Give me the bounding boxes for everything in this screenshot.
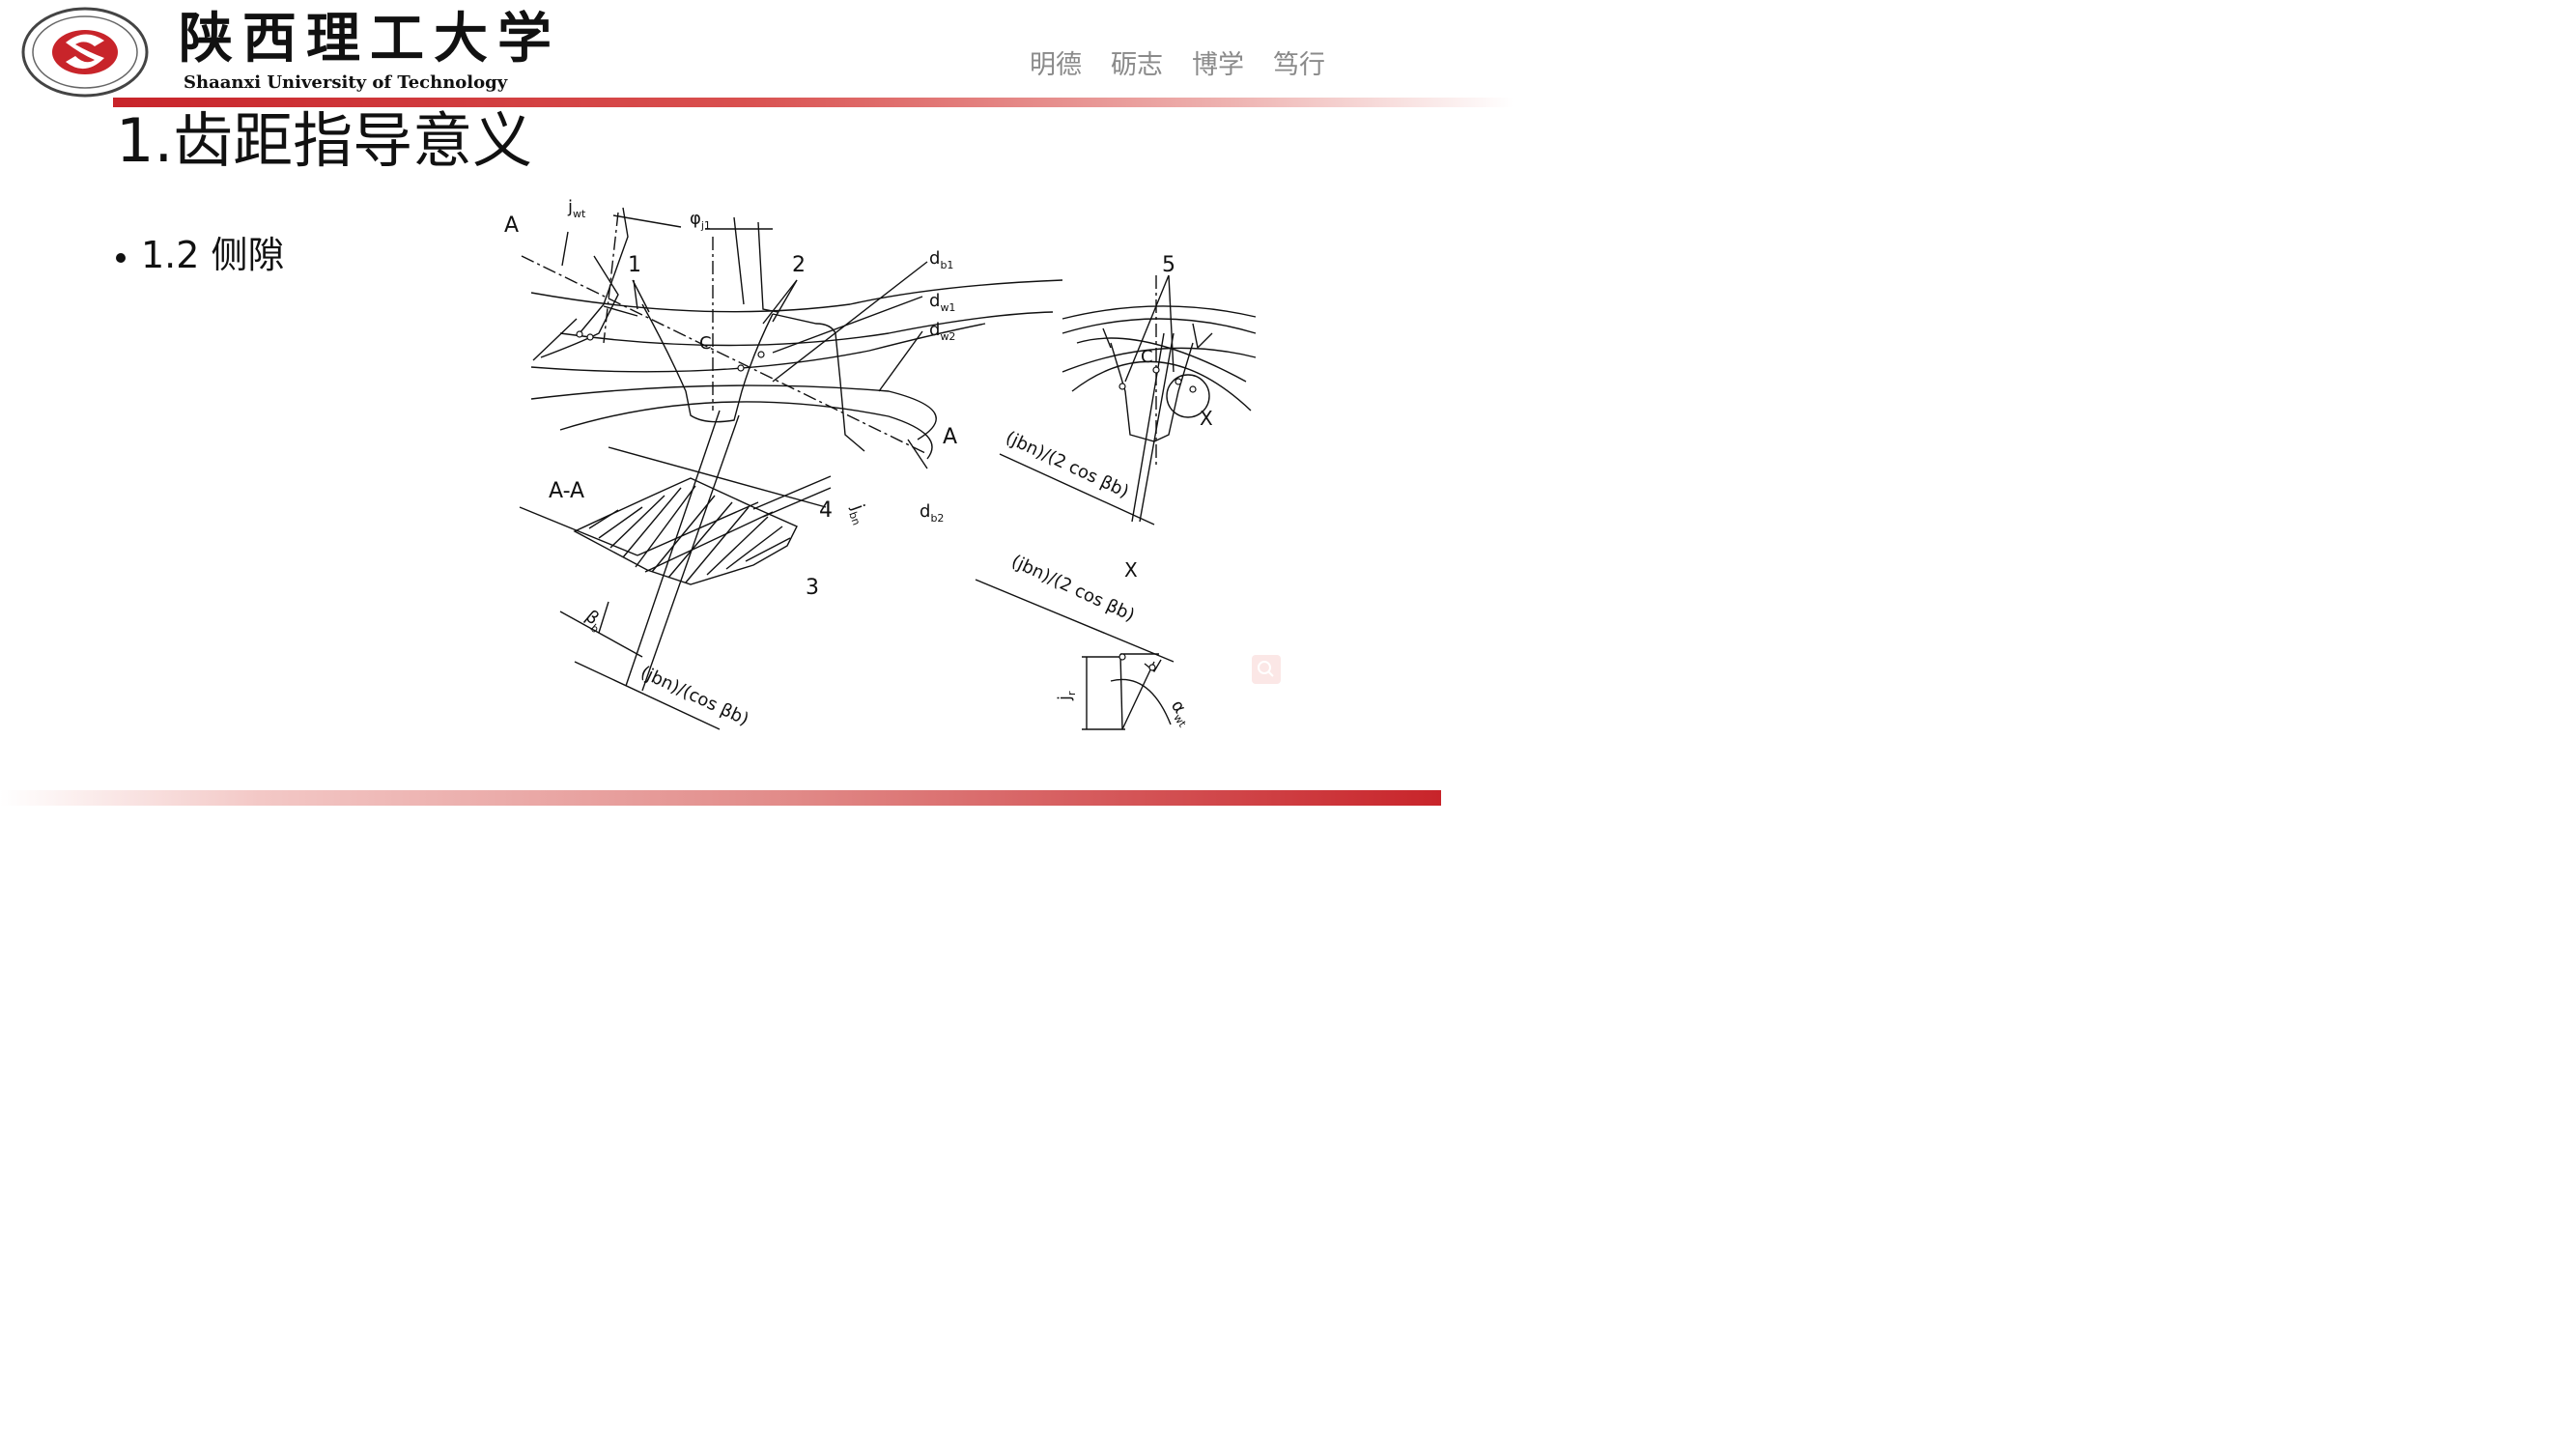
label-c-right: C <box>1141 347 1153 367</box>
motto-word: 笃行 <box>1273 50 1325 80</box>
label-c-left: C <box>699 333 712 354</box>
school-name-chinese: 陕西理工大学 <box>179 7 561 71</box>
label-3: 3 <box>806 576 819 600</box>
label-2: 2 <box>792 253 806 277</box>
school-name-english: Shaanxi University of Technology <box>184 72 508 93</box>
gear-backlash-diagram: jwt φj1 A 1 2 C db1 dw1 dw2 A db2 A-A 4 … <box>483 188 1294 758</box>
bullet-item: 1.2 侧隙 <box>116 230 367 280</box>
label-dw1: dw1 <box>929 291 955 314</box>
label-jbn: jbn <box>844 501 872 527</box>
footer-divider <box>0 790 1441 806</box>
label-jwt: jwt <box>567 197 586 220</box>
label-5: 5 <box>1162 253 1175 277</box>
school-motto: 明德 砺志 博学 笃行 <box>1030 48 1358 83</box>
label-phi: φj1 <box>690 209 711 232</box>
label-x-mark: X <box>1200 407 1213 430</box>
bullet-dot <box>116 252 126 263</box>
label-dw2: dw2 <box>929 320 955 343</box>
slide-title: 1.齿距指导意义 <box>116 105 533 176</box>
label-1: 1 <box>628 253 641 277</box>
motto-word: 砺志 <box>1111 50 1163 80</box>
label-section-aa: A-A <box>549 479 584 503</box>
header-divider <box>113 98 1514 107</box>
motto-word: 明德 <box>1030 50 1082 80</box>
label-jr: jr <box>1055 691 1078 701</box>
university-seal-logo <box>19 6 151 99</box>
magnifier-icon[interactable] <box>1252 655 1281 684</box>
label-a-right: A <box>943 425 957 449</box>
label-x-detail: X <box>1124 558 1138 582</box>
label-db2: db2 <box>920 501 944 525</box>
bullet-text: 1.2 侧隙 <box>141 234 285 276</box>
label-db1: db1 <box>929 248 953 271</box>
label-jbn-2cos-bottom: (jbn)/(2 cos βb) <box>1008 551 1138 625</box>
label-alpha-wt: αwt <box>1164 696 1197 730</box>
motto-word: 博学 <box>1192 50 1244 80</box>
label-a-top: A <box>504 213 519 238</box>
label-4: 4 <box>819 498 833 523</box>
label-jbn-cos: (jbn)/(cos βb) <box>637 662 751 729</box>
label-beta-b: βb <box>580 607 609 636</box>
